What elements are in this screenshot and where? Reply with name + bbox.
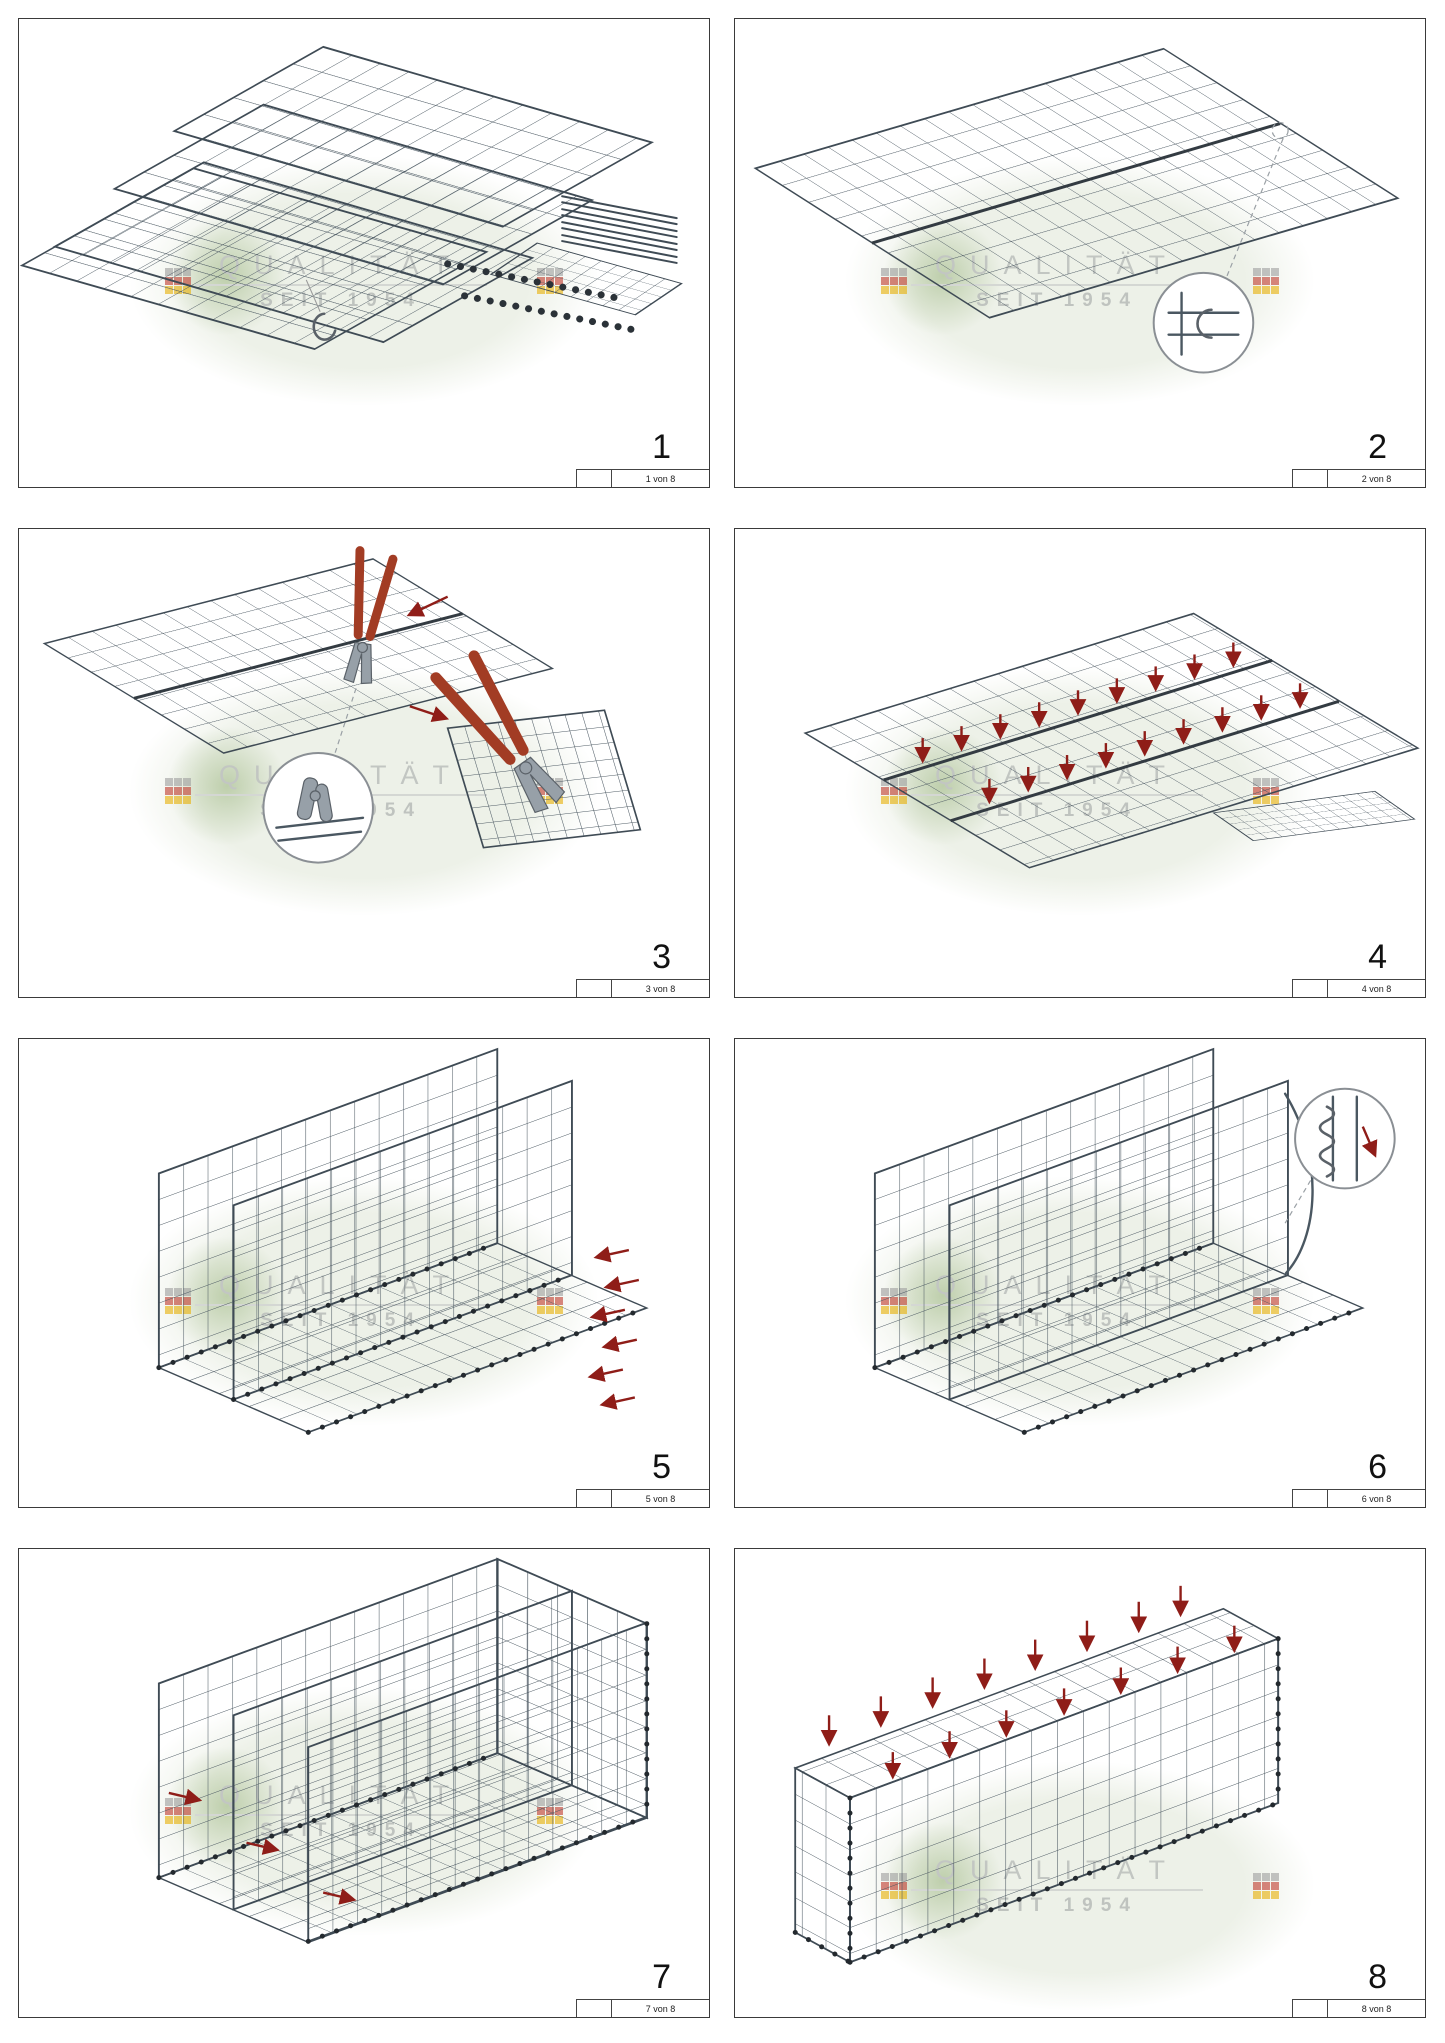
sheet-counter-value: 8 von 8 — [1361, 2003, 1392, 2014]
sheet-counter: 8 von 8 — [1292, 1999, 1425, 2017]
step-panel-3: QUALITÄT SEIT 1954 — [18, 528, 710, 998]
sheet-counter: 4 von 8 — [1292, 979, 1425, 997]
sheet-counter-label-cell — [1293, 2000, 1328, 2017]
illustration-step-2 — [753, 47, 1400, 374]
illustration-step-8 — [792, 1585, 1281, 1965]
red-arrow — [406, 595, 449, 617]
illustration-step-6 — [872, 1047, 1396, 1435]
step-number: 2 — [1368, 428, 1387, 466]
detail-source-mark — [1271, 121, 1289, 140]
sheet-counter-value: 1 von 8 — [645, 473, 676, 484]
sheet-counter: 3 von 8 — [576, 979, 709, 997]
step-number: 8 — [1368, 1958, 1387, 1996]
red-arrow-row — [820, 1585, 1189, 1747]
red-arrow-column — [587, 1246, 640, 1410]
sheet-counter-value: 2 von 8 — [1361, 473, 1392, 484]
sheet-counter-value: 6 von 8 — [1361, 1493, 1392, 1504]
step-panel-4: QUALITÄT SEIT 1954 — [734, 528, 1426, 998]
red-arrow — [1361, 1126, 1378, 1158]
spiral-icon — [1318, 1105, 1336, 1178]
step-number: 6 — [1368, 1448, 1387, 1486]
illustration-step-4 — [803, 612, 1420, 869]
sheet-counter-value: 4 von 8 — [1361, 983, 1392, 994]
step-number: 3 — [652, 938, 671, 976]
step-panel-1: QUALITÄT SEIT 1954 — [18, 18, 710, 488]
zoom-detail — [1152, 271, 1255, 374]
sheet-counter: 1 von 8 — [576, 469, 709, 487]
step-panel-8: QUALITÄT SEIT 1954 — [734, 1548, 1426, 2018]
sheet-counter-label-cell — [1293, 1490, 1328, 1507]
sheet-counter-value: 5 von 8 — [645, 1493, 676, 1504]
sheet-counter-label-cell — [577, 980, 612, 997]
wire-rods — [561, 195, 678, 264]
step-panel-2: QUALITÄT SEIT 1954 2 2 von 8 — [734, 18, 1426, 488]
mesh-end-panel — [794, 1766, 851, 1964]
step-panel-7: QUALITÄT SEIT 1954 7 — [18, 1548, 710, 2018]
sheet-counter-label-cell — [577, 1490, 612, 1507]
zoom-detail — [262, 752, 374, 864]
sheet-counter-label-cell — [1293, 980, 1328, 997]
step-panel-6: QUALITÄT SEIT 1954 6 — [734, 1038, 1426, 1508]
zoom-detail — [1294, 1087, 1396, 1190]
spiral-lacing — [792, 1929, 853, 1965]
sheet-counter: 6 von 8 — [1292, 1489, 1425, 1507]
sheet-counter: 2 von 8 — [1292, 469, 1425, 487]
step-number: 7 — [652, 1958, 671, 1996]
sheet-counter-label-cell — [1293, 470, 1328, 487]
sheet-counter-label-cell — [577, 2000, 612, 2017]
illustration-step-3 — [42, 546, 642, 864]
illustration-step-1 — [19, 45, 683, 351]
sheet-counter-label-cell — [577, 470, 612, 487]
step-panel-5: QUALITÄT SEIT 1954 5 — [18, 1038, 710, 1508]
sheet-counter: 5 von 8 — [576, 1489, 709, 1507]
sheet-counter-value: 3 von 8 — [645, 983, 676, 994]
red-arrow — [409, 705, 450, 722]
step-number: 1 — [652, 428, 671, 466]
sheet-counter: 7 von 8 — [576, 1999, 709, 2017]
illustration-step-5 — [156, 1047, 650, 1435]
sheet-counter-value: 7 von 8 — [645, 2003, 676, 2014]
step-number: 5 — [652, 1448, 671, 1486]
illustration-step-7 — [156, 1557, 650, 1944]
step-number: 4 — [1368, 938, 1387, 976]
